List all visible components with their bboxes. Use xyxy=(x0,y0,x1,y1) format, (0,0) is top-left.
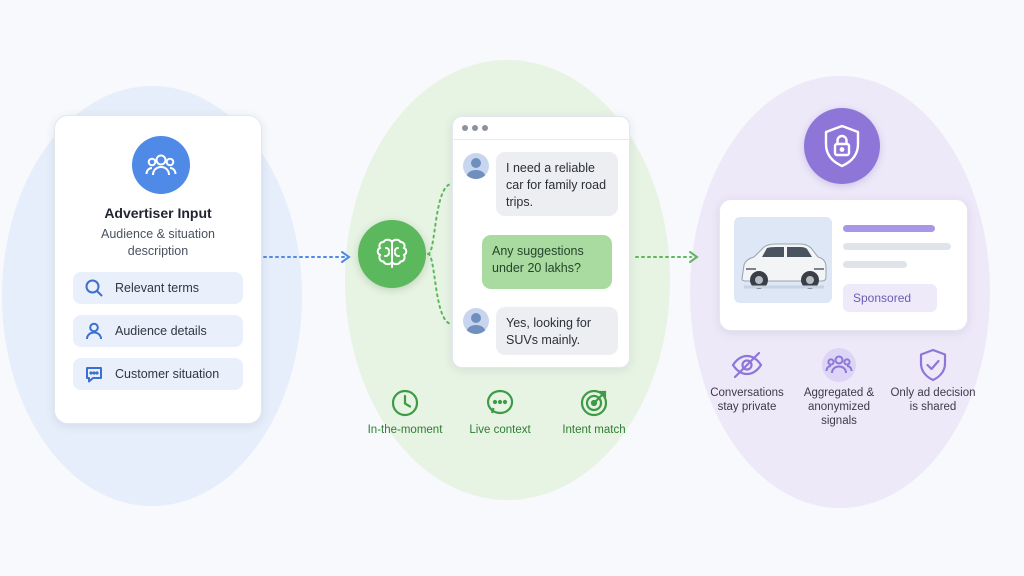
feature-in-the-moment: In-the-moment xyxy=(360,388,450,436)
user-avatar-icon xyxy=(463,308,489,334)
ad-text-placeholder xyxy=(843,243,951,250)
sponsored-ad-card[interactable]: Sponsored xyxy=(719,199,968,331)
privacy-label: Conversations stay private xyxy=(710,387,784,413)
shield-check-icon xyxy=(888,348,978,382)
feature-intent-match: Intent match xyxy=(554,388,634,436)
feature-label: Live context xyxy=(469,424,531,436)
relevant-terms-label: Relevant terms xyxy=(115,281,200,295)
ai-to-chat-connector xyxy=(427,183,453,325)
privacy-label: Aggregated & anonymized signals xyxy=(803,387,875,427)
target-icon xyxy=(554,388,634,418)
relevant-terms-item[interactable]: Relevant terms xyxy=(73,272,243,304)
window-dot xyxy=(482,125,488,131)
person-icon xyxy=(83,320,105,342)
feature-live-context: Live context xyxy=(458,388,542,436)
group-icon xyxy=(796,348,882,382)
car-image xyxy=(734,217,832,303)
audience-details-label: Audience details xyxy=(115,324,207,338)
chat-bubble-icon xyxy=(458,388,542,418)
chat-window: I need a reliable car for family road tr… xyxy=(452,116,630,368)
chat-message-user: Yes, looking for SUVs mainly. xyxy=(496,307,618,355)
chat-icon xyxy=(83,363,105,385)
chat-message-user: I need a reliable car for family road tr… xyxy=(496,152,618,216)
privacy-conversations-private: Conversations stay private xyxy=(702,350,792,414)
shield-lock-icon xyxy=(804,108,880,184)
advertiser-subtitle: Audience & situation description xyxy=(101,227,215,258)
sponsored-badge: Sponsored xyxy=(843,284,937,312)
ai-brain-icon xyxy=(358,220,426,288)
clock-icon xyxy=(360,388,450,418)
customer-situation-label: Customer situation xyxy=(115,367,220,381)
chat-window-titlebar xyxy=(453,117,629,140)
chat-message-assistant: Any suggestions under 20 lakhs? xyxy=(482,235,612,289)
feature-label: In-the-moment xyxy=(367,424,443,436)
eye-off-icon xyxy=(702,350,792,380)
audience-group-icon xyxy=(132,136,190,194)
user-avatar-icon xyxy=(463,153,489,179)
feature-label: Intent match xyxy=(562,424,626,436)
advertiser-title: Advertiser Input xyxy=(104,205,212,221)
ad-text-placeholder xyxy=(843,261,907,268)
privacy-only-ad-decision: Only ad decision is shared xyxy=(888,348,978,414)
customer-situation-item[interactable]: Customer situation xyxy=(73,358,243,390)
audience-details-item[interactable]: Audience details xyxy=(73,315,243,347)
privacy-aggregated-signals: Aggregated & anonymized signals xyxy=(796,348,882,428)
advertiser-to-ai-arrow xyxy=(263,251,351,263)
ad-headline-placeholder xyxy=(843,225,935,232)
privacy-label: Only ad decision is shared xyxy=(890,387,976,413)
chat-to-ad-arrow xyxy=(635,251,699,263)
window-dot xyxy=(462,125,468,131)
search-icon xyxy=(83,277,105,299)
window-dot xyxy=(472,125,478,131)
advertiser-input-card: Advertiser Input Audience & situation de… xyxy=(54,115,262,424)
